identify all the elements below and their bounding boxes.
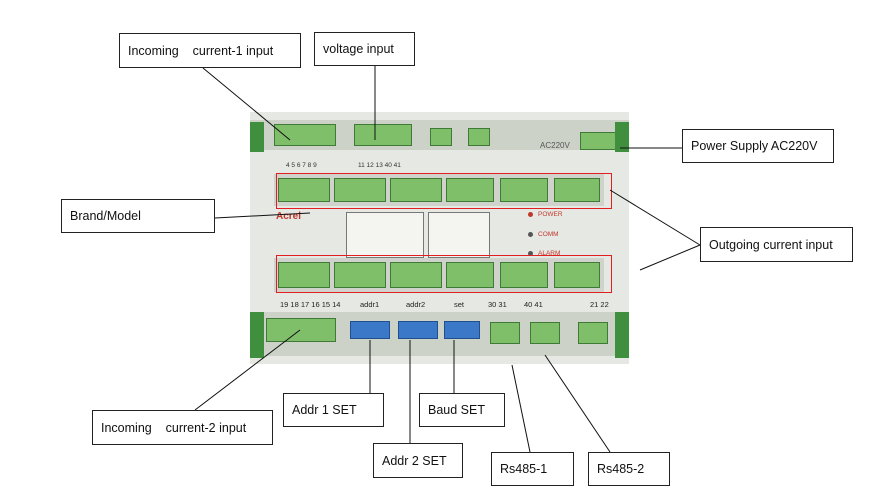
ac-label: AC220V: [540, 141, 570, 150]
bottom-left-rail-clip: [250, 312, 264, 358]
top-terminal-numbers: 4 5 6 7 8 9: [286, 162, 317, 169]
alarm-led-label: ALARM: [538, 250, 561, 257]
alarm-led: [528, 251, 533, 256]
rs1-pins-label: 30 31: [488, 300, 507, 309]
outgoing-lower-highlight: [276, 255, 612, 293]
label-incoming-current-1: Incoming current-1 input: [119, 33, 301, 68]
baud-table: [428, 212, 490, 258]
terminal-block-incoming-2: [266, 318, 336, 342]
terminal-block-power-2: [578, 322, 608, 344]
addr2-label: addr2: [406, 300, 426, 309]
rs2-pins-label: 40 41: [524, 300, 543, 309]
upper-connector-5: [500, 178, 548, 202]
lower-connector-2: [334, 262, 386, 288]
label-voltage-input: voltage input: [314, 32, 415, 66]
address-table: [346, 212, 424, 258]
terminal-block-rs485-1: [490, 322, 520, 344]
terminal-block-rs485-2: [530, 322, 560, 344]
set-label: set: [454, 300, 465, 309]
upper-connector-4: [446, 178, 494, 202]
terminal-block-a: [430, 128, 452, 146]
lower-connector-3: [390, 262, 442, 288]
terminal-block-voltage: [354, 124, 412, 146]
top-terminal-numbers-2: 11 12 13 40 41: [358, 162, 401, 169]
lower-connector-4: [446, 262, 494, 288]
label-addr1-set: Addr 1 SET: [283, 393, 384, 427]
addr1-label: addr1: [360, 300, 380, 309]
upper-connector-1: [278, 178, 330, 202]
label-rs485-2: Rs485-2: [588, 452, 670, 486]
dip-switch-addr1: [350, 321, 390, 339]
power-led: [528, 212, 533, 217]
comm-led: [528, 232, 533, 237]
meter-device: AC220V 4 5 6 7 8 9 11 12 13 40 41 Acrel …: [250, 112, 629, 364]
brand-logo: Acrel: [276, 211, 302, 222]
upper-connector-3: [390, 178, 442, 202]
upper-connector-6: [554, 178, 600, 202]
bottom-right-rail-clip: [615, 312, 629, 358]
upper-connector-2: [334, 178, 386, 202]
lower-connector-5: [500, 262, 548, 288]
dip-switch-addr2: [398, 321, 438, 339]
label-brand-model: Brand/Model: [61, 199, 215, 233]
label-power-supply: Power Supply AC220V: [682, 129, 834, 163]
power-pins-label: 21 22: [590, 300, 609, 309]
power-led-label: POWER: [538, 211, 563, 218]
right-rail-clip: [615, 122, 629, 152]
comm-led-label: COMM: [538, 231, 559, 238]
terminal-block-b: [468, 128, 490, 146]
bottom-terminal-numbers: 19 18 17 16 15 14: [280, 300, 341, 309]
lower-connector-6: [554, 262, 600, 288]
dip-switch-baud: [444, 321, 480, 339]
left-rail-clip: [250, 122, 264, 152]
label-incoming-current-2: Incoming current-2 input: [92, 410, 273, 445]
label-outgoing-current: Outgoing current input: [700, 227, 853, 262]
terminal-block-incoming-1: [274, 124, 336, 146]
label-rs485-1: Rs485-1: [491, 452, 574, 486]
label-baud-set: Baud SET: [419, 393, 505, 427]
label-addr2-set: Addr 2 SET: [373, 443, 463, 478]
lower-connector-1: [278, 262, 330, 288]
